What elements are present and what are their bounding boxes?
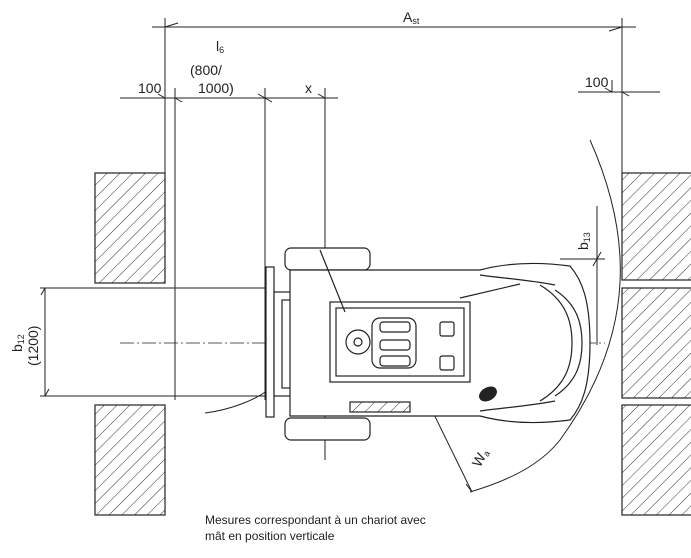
- chassis: [289, 262, 591, 424]
- rack-right-bottom: [621, 404, 691, 516]
- left-clearance-label: 100: [138, 80, 162, 96]
- rear-light: [479, 386, 497, 402]
- l6-alt-line2: 1000): [198, 80, 234, 96]
- forklift-top-view: [265, 247, 591, 441]
- pallet-load: [174, 287, 266, 397]
- front-wheel-bottom: [284, 417, 371, 441]
- overhead-guard: [329, 301, 471, 383]
- ast-label: Ast: [403, 9, 420, 26]
- rack-blocks: [94, 172, 691, 516]
- turning-radius-arc: [469, 139, 621, 493]
- rack-left-top: [94, 172, 166, 284]
- right-clearance-label: 100: [585, 74, 609, 90]
- rack-right-top: [621, 172, 691, 281]
- fork-carriage: [265, 266, 275, 418]
- rack-left-bottom: [94, 404, 166, 516]
- b12-alt-label: (1200): [25, 326, 41, 366]
- seat: [371, 317, 417, 369]
- wa-label: Wa: [469, 446, 493, 470]
- diagram-caption: Mesures correspondant à un chariot avec …: [205, 512, 505, 544]
- b13-label: b13: [575, 232, 592, 250]
- x-label: x: [305, 80, 312, 96]
- caption-line-2: mât en position verticale: [205, 529, 335, 543]
- dimension-labels: Ast l6 (800/ 1000) 100 x 100 b13 b12 (12…: [9, 9, 609, 470]
- b12-label: b12: [9, 334, 26, 352]
- counterweight: [539, 284, 573, 402]
- l6-alt-line1: (800/: [190, 62, 222, 78]
- l6-label: l6: [216, 38, 224, 55]
- rack-right-middle: [621, 287, 691, 399]
- front-wheel-top: [284, 247, 371, 271]
- dimension-lines: [40, 22, 660, 397]
- step-plate: [349, 401, 411, 413]
- fork-arc: [204, 389, 269, 414]
- steering-wheel: [345, 329, 371, 355]
- caption-line-1: Mesures correspondant à un chariot avec: [205, 513, 426, 527]
